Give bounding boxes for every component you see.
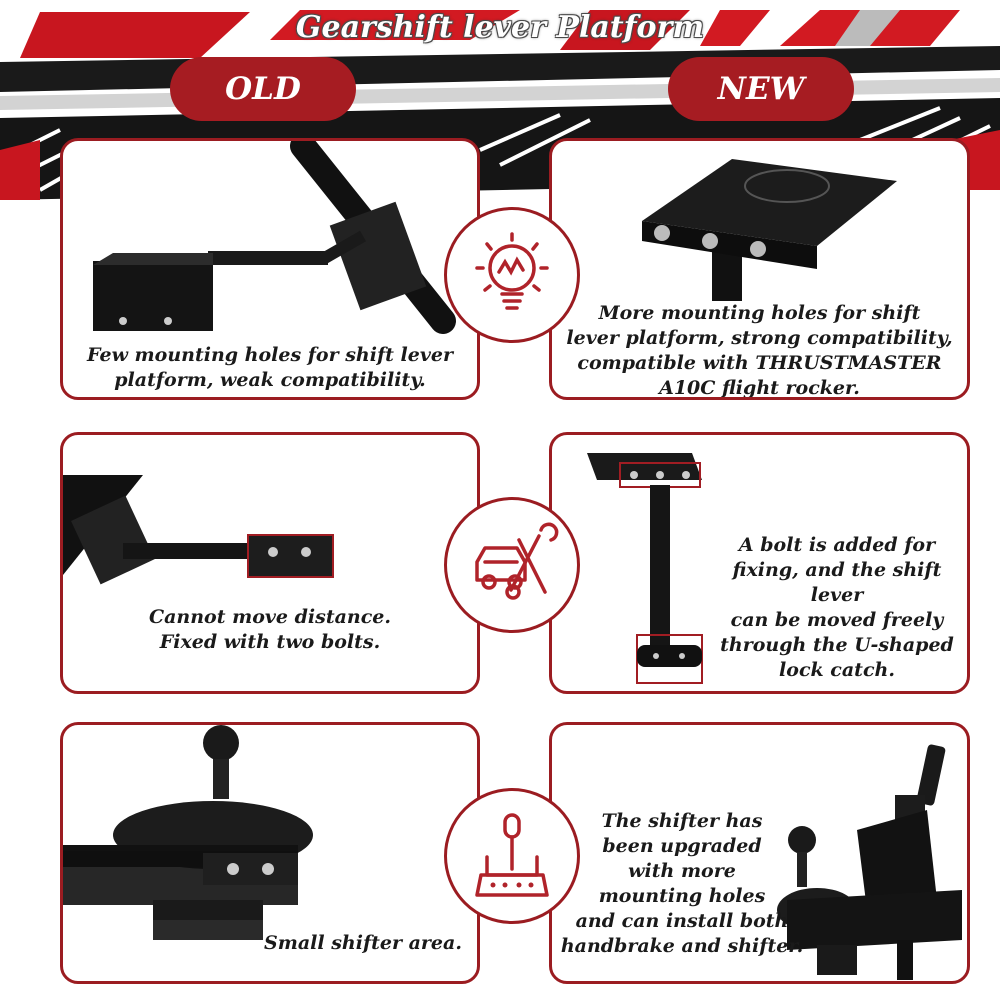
new-shifter-panel: The shifter has been upgraded with more … [549,722,970,984]
old-shifter-photo [63,725,313,940]
new-fixing-panel: A bolt is added for fixing, and the shif… [549,432,970,694]
old-shifter-panel: Small shifter area. [60,722,480,984]
page-title: Gearshift lever Platform [295,10,705,45]
row1-icon-circle [444,207,580,343]
lightbulb-icon [475,232,549,310]
car-repair-icon [475,522,559,600]
old-platform-panel: Few mounting holes for shift lever platf… [60,138,480,400]
old-label: OLD [170,57,356,121]
new-fixing-caption: A bolt is added for fixing, and the shif… [720,534,954,681]
new-shifter-photo [777,744,962,980]
new-shifter-caption: The shifter has been upgraded with more … [560,810,804,957]
old-platform-photo [93,141,456,334]
new-fixing-photo [587,453,703,684]
row2-icon-circle [444,497,580,633]
new-platform-caption: More mounting holes for shift lever plat… [566,302,953,399]
old-platform-caption: Few mounting holes for shift lever platf… [87,344,453,391]
new-label: NEW [668,57,854,121]
new-platform-photo [642,159,897,301]
old-fixing-panel: Cannot move distance. Fixed with two bol… [60,432,480,694]
new-platform-panel: More mounting holes for shift lever plat… [549,138,970,400]
row3-icon-circle [444,788,580,924]
old-fixing-caption: Cannot move distance. Fixed with two bol… [148,606,392,653]
old-fixing-photo [63,475,334,585]
gear-shifter-icon [475,813,549,897]
old-shifter-caption: Small shifter area. [264,932,462,954]
